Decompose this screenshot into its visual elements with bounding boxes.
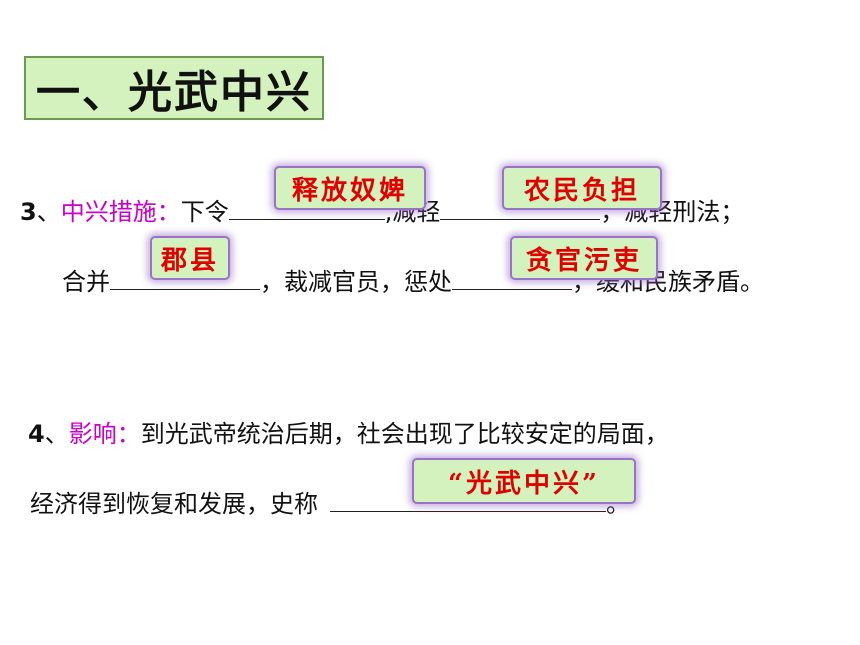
impact-line-1: 4、影响：到光武帝统治后期，社会出现了比较安定的局面，: [28, 418, 669, 450]
answer-box-2: 农民负担: [502, 166, 662, 210]
blank-2: [440, 197, 601, 220]
measures-line-2: 合并，裁减官员，惩处，缓和民族矛盾。: [62, 266, 764, 298]
blank-1: [228, 197, 385, 220]
blank-4: [452, 267, 572, 290]
text-segment: ，裁减官员，惩处: [260, 268, 452, 296]
item-number: 4: [28, 420, 45, 448]
measures-keyword: 中兴措施：: [60, 198, 181, 226]
item-separator: 、: [36, 198, 61, 226]
answer-box-5: “光武中兴”: [412, 458, 636, 504]
item-separator: 、: [44, 420, 69, 448]
blank-5: [330, 489, 606, 512]
impact-keyword: 影响：: [68, 420, 141, 448]
section-title: 一、光武中兴: [36, 67, 312, 118]
text-segment: 合并: [62, 268, 110, 296]
text-segment: 下令: [180, 198, 229, 226]
item-number: 3: [20, 198, 37, 226]
answer-box-4: 贪官污吏: [510, 236, 658, 280]
answer-box-1: 释放奴婢: [274, 166, 426, 210]
blank-3: [110, 267, 260, 290]
text-segment: 到光武帝统治后期，社会出现了比较安定的局面，: [140, 420, 669, 448]
answer-box-3: 郡县: [150, 236, 230, 280]
section-title-box: 一、光武中兴: [24, 56, 324, 120]
text-segment: 经济得到恢复和发展，史称: [30, 490, 318, 518]
